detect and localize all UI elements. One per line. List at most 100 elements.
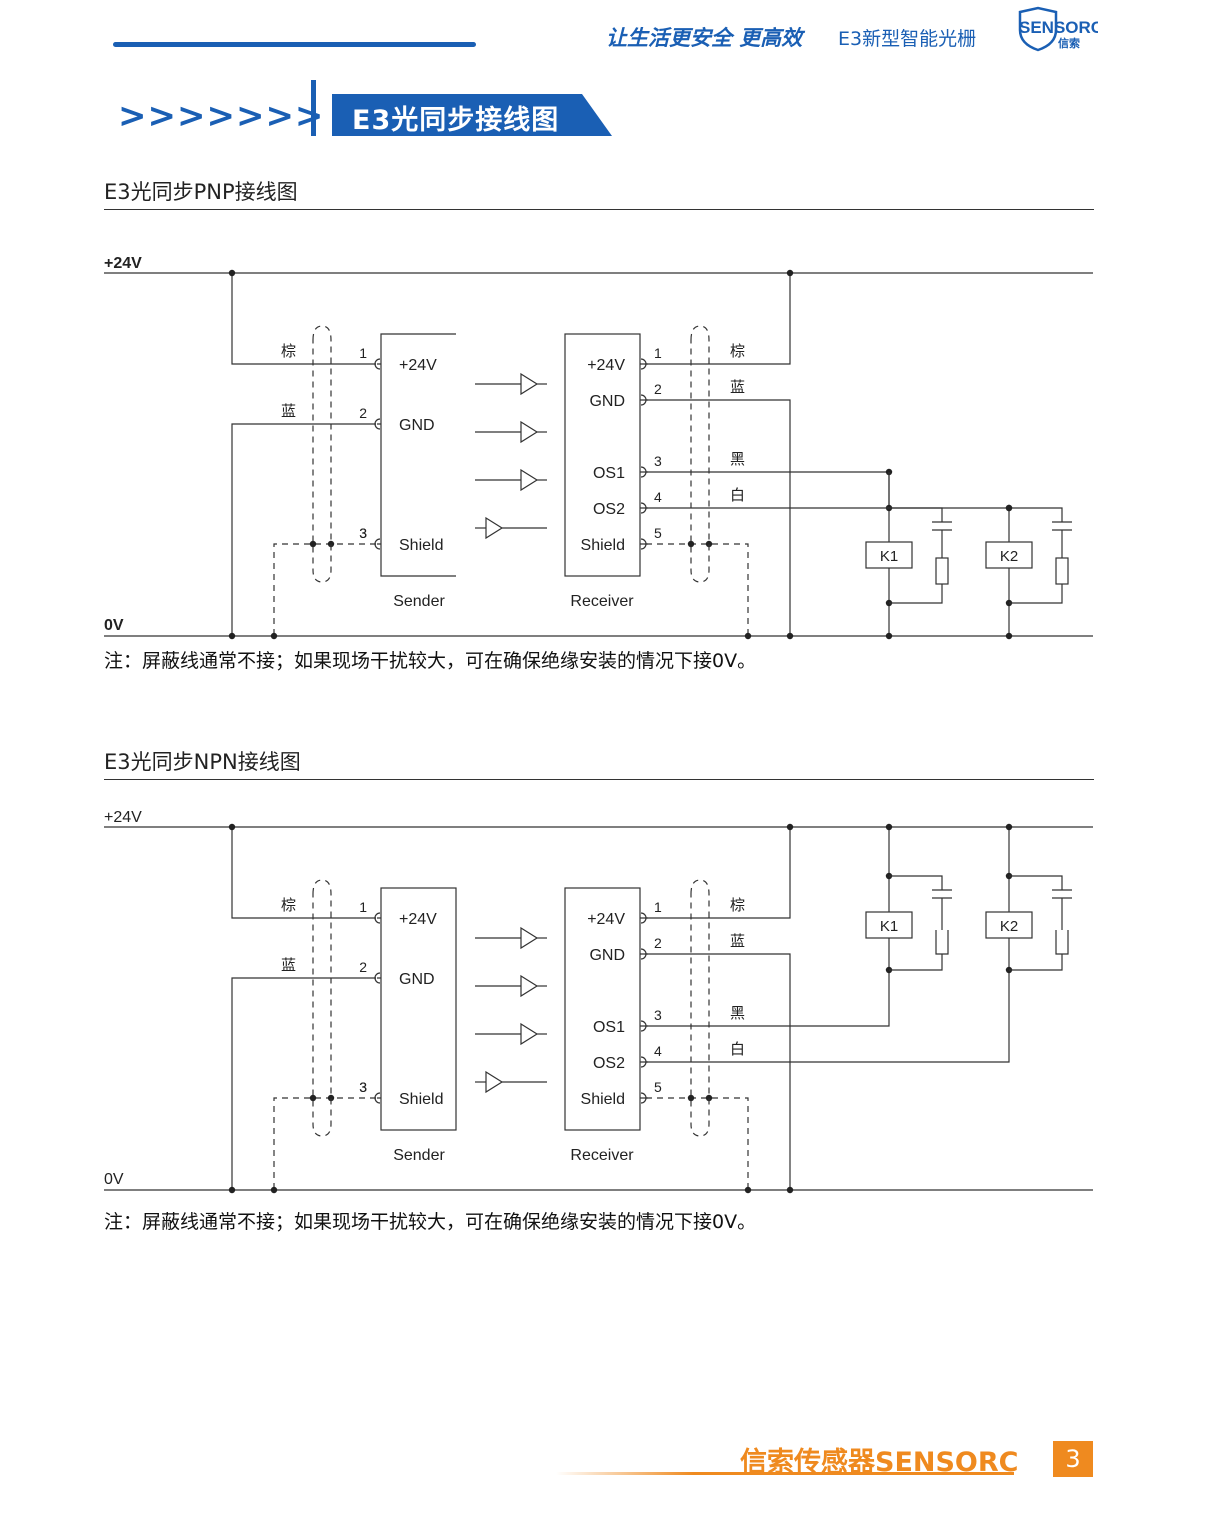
sender-pin-number: 3: [359, 525, 367, 541]
relay-label: K2: [1000, 918, 1018, 935]
suppressor-wire: [889, 584, 943, 604]
receiver-gnd-wire: [646, 399, 791, 636]
section-chevrons: >>>>>>>: [118, 96, 325, 136]
wire-color-brown: 棕: [281, 343, 296, 360]
receiver-pin-label: Shield: [581, 1091, 625, 1108]
receiver-pin-label: GND: [589, 393, 625, 410]
junction-dot: [786, 632, 794, 640]
beam-arrow-icon: [520, 420, 539, 444]
receiver-pin-label: OS1: [593, 1019, 625, 1036]
receiver-pin-label: +24V: [587, 357, 625, 374]
resistor: [1055, 557, 1069, 585]
receiver-label: Receiver: [570, 593, 634, 610]
receiver-box: [564, 333, 641, 577]
junction-dot: [687, 1094, 695, 1102]
wire-color-black: 黑: [730, 451, 745, 468]
junction-dot: [270, 1186, 278, 1194]
receiver-pin-label: OS1: [593, 465, 625, 482]
receiver-pin-label: GND: [589, 947, 625, 964]
sender-gnd-wire: [231, 423, 376, 636]
junction-dot: [309, 540, 317, 548]
receiver-24v-wire: [646, 273, 791, 365]
relay-label: K2: [1000, 548, 1018, 565]
receiver-pin-label: OS2: [593, 1055, 625, 1072]
sender-pin-label: GND: [399, 417, 435, 434]
beam-arrow-icon: [485, 516, 504, 540]
sender-cable-sheath: [312, 879, 332, 1137]
sensorc-logo: SENSORC 信索: [1018, 6, 1098, 52]
junction-dot: [705, 1094, 713, 1102]
sender-cable-sheath: [312, 325, 332, 583]
receiver-pin-number: 4: [654, 1043, 662, 1059]
wire-color-brown: 棕: [730, 897, 745, 914]
output-wire: [646, 938, 1010, 1063]
receiver-shield-wire: [646, 543, 749, 636]
suppressor-wire: [1009, 584, 1063, 604]
junction-dot: [786, 269, 794, 277]
npn-title-underline: [104, 779, 1094, 780]
junction-dot: [744, 1186, 752, 1194]
section-title: E3光同步接线图: [352, 105, 560, 136]
suppressor-wire: [889, 875, 943, 890]
wire-color-white: 白: [730, 487, 745, 504]
wire-color-brown: 棕: [281, 897, 296, 914]
receiver-pin-label: +24V: [587, 911, 625, 928]
junction-dot: [687, 540, 695, 548]
wire-color-black: 黑: [730, 1005, 745, 1022]
receiver-gnd-wire: [646, 953, 791, 1190]
junction-dot: [327, 540, 335, 548]
output-wire: [646, 471, 890, 542]
pnp-diagram-title: E3光同步PNP接线图: [104, 180, 298, 204]
wire-color-blue: 蓝: [730, 379, 745, 396]
receiver-pin-number: 5: [654, 525, 662, 541]
sender-pin-number: 3: [359, 1079, 367, 1095]
junction-dot: [228, 1186, 236, 1194]
receiver-24v-wire: [646, 827, 791, 919]
sender-pin-label: GND: [399, 971, 435, 988]
suppressor-wire: [1009, 954, 1063, 971]
receiver-cable-sheath: [690, 325, 710, 583]
junction-dot: [228, 823, 236, 831]
sender-pin-number: 2: [359, 959, 367, 975]
sender-24v-wire: [231, 827, 376, 919]
wire-color-brown: 棕: [730, 343, 745, 360]
sender-label: Sender: [393, 1147, 445, 1164]
receiver-pin-number: 4: [654, 489, 662, 505]
pnp-note: 注：屏蔽线通常不接；如果现场干扰较大，可在确保绝缘安装的情况下接0V。: [104, 650, 757, 672]
relay-label: K1: [880, 918, 898, 935]
section-divider: [311, 80, 316, 136]
suppressor-wire: [1009, 875, 1063, 890]
label-0v: 0V: [104, 1171, 124, 1188]
junction-dot: [1005, 823, 1013, 831]
sender-pin-label: Shield: [399, 1091, 443, 1108]
sender-pin-label: Shield: [399, 537, 443, 554]
receiver-box: [564, 887, 641, 1131]
junction-dot: [705, 540, 713, 548]
npn-diagram-title: E3光同步NPN接线图: [104, 750, 301, 774]
receiver-label: Receiver: [570, 1147, 634, 1164]
beam-arrow-icon: [520, 974, 539, 998]
footer-accent-line: [556, 1472, 1014, 1475]
wire-color-white: 白: [730, 1041, 745, 1058]
label-24v: +24V: [104, 809, 142, 826]
receiver-pin-number: 2: [654, 935, 662, 951]
sender-shield-wire: [273, 543, 376, 636]
resistor: [1055, 930, 1069, 955]
logo-text: SENSORC: [1019, 18, 1098, 37]
receiver-pin-number: 3: [654, 1007, 662, 1023]
header-accent-bar: [113, 42, 476, 47]
logo-cn-text: 信索: [1058, 36, 1080, 50]
resistor: [935, 557, 949, 585]
sender-label: Sender: [393, 593, 445, 610]
header-product-name: E3新型智能光栅: [838, 28, 977, 50]
sender-pin-number: 3: [359, 1079, 367, 1095]
label-24v: +24V: [104, 255, 142, 272]
junction-dot: [309, 1094, 317, 1102]
junction-dot: [270, 632, 278, 640]
header-slogan: 让生活更安全 更高效: [606, 26, 803, 50]
suppressor-wire: [889, 507, 943, 522]
sender-pin-number: 2: [359, 405, 367, 421]
pnp-title-underline: [104, 209, 1094, 210]
junction-dot: [786, 823, 794, 831]
